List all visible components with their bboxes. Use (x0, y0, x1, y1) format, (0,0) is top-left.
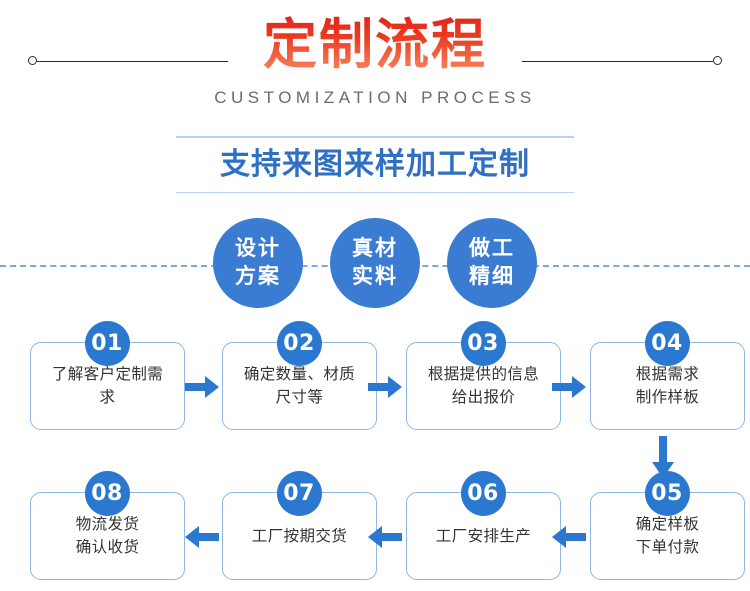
step-label-line2: 给出报价 (451, 389, 516, 406)
step-number-badge: 01 (84, 321, 130, 366)
feature-circles: 设计 方案 真材 实料 做工 精细 (0, 218, 750, 314)
step-label-line2: 下单付款 (635, 539, 700, 556)
process-step-01[interactable]: 01 了解客户定制需 求 (30, 321, 185, 430)
feature-circle-design[interactable]: 设计 方案 (213, 218, 303, 308)
step-label: 根据需求 制作样板 (628, 363, 708, 409)
banner-rule-top (176, 136, 574, 138)
process-step-04[interactable]: 04 根据需求 制作样板 (590, 321, 745, 430)
banner: 支持来图来样加工定制 (176, 136, 574, 193)
feature-circle-line2: 实料 (352, 265, 398, 288)
step-number-badge: 06 (460, 471, 506, 516)
feature-circle-line1: 设计 (235, 237, 281, 260)
step-label-line1: 根据需求 (635, 366, 700, 383)
arrow-down-icon (652, 436, 674, 478)
step-label-line1: 工厂按期交货 (251, 527, 348, 545)
step-number-badge: 04 (644, 321, 690, 366)
step-label: 确定数量、材质 尺寸等 (236, 363, 363, 409)
step-label: 根据提供的信息 给出报价 (420, 363, 547, 409)
step-number-badge: 05 (644, 471, 690, 516)
step-label-line1: 确定数量、材质 (243, 366, 356, 383)
decorative-line-right (522, 56, 722, 67)
step-label: 确定样板 下单付款 (628, 513, 708, 559)
feature-circle-line1: 真材 (352, 237, 398, 260)
step-label: 工厂安排生产 (428, 525, 539, 548)
feature-circle-craft[interactable]: 做工 精细 (447, 218, 537, 308)
process-step-07[interactable]: 07 工厂按期交货 (222, 471, 377, 580)
page-title: 定制流程 (0, 14, 750, 76)
arrow-left-icon (552, 526, 586, 548)
step-label-line1: 确定样板 (635, 516, 700, 533)
line-end-circle-icon (28, 56, 37, 65)
arrow-left-icon (368, 526, 402, 548)
page-subtitle: CUSTOMIZATION PROCESS (214, 88, 536, 107)
step-label-line2: 求 (99, 389, 116, 406)
process-step-06[interactable]: 06 工厂安排生产 (406, 471, 561, 580)
banner-rule-bottom (176, 191, 574, 193)
step-label: 物流发货 确认收货 (68, 513, 148, 559)
process-flow: 01 了解客户定制需 求 02 确定数量、材质 尺寸等 03 (0, 320, 750, 591)
line-bar (522, 61, 713, 62)
feature-circle-line1: 做工 (469, 237, 515, 260)
arrow-left-icon (185, 526, 219, 548)
page-header: 定制流程 CUSTOMIZATION PROCESS (0, 0, 750, 128)
step-label-line2: 确认收货 (75, 539, 140, 556)
feature-circle-material[interactable]: 真材 实料 (330, 218, 420, 308)
step-label-line1: 根据提供的信息 (427, 366, 540, 383)
step-label: 了解客户定制需 求 (44, 363, 171, 409)
decorative-line-left (28, 56, 228, 67)
step-label-line1: 物流发货 (75, 516, 140, 533)
process-step-08[interactable]: 08 物流发货 确认收货 (30, 471, 185, 580)
step-number-badge: 03 (460, 321, 506, 366)
arrow-right-icon (552, 376, 586, 398)
banner-text: 支持来图来样加工定制 (220, 147, 530, 181)
process-flow-row-2: 08 物流发货 确认收货 07 工厂按期交货 06 工厂安排生 (0, 471, 750, 582)
step-number-badge: 02 (276, 321, 322, 366)
feature-circle-line2: 方案 (235, 265, 281, 288)
line-end-circle-icon (713, 56, 722, 65)
process-step-02[interactable]: 02 确定数量、材质 尺寸等 (222, 321, 377, 430)
process-step-03[interactable]: 03 根据提供的信息 给出报价 (406, 321, 561, 430)
step-label-line2: 制作样板 (635, 389, 700, 406)
step-number-badge: 07 (276, 471, 322, 516)
arrow-right-icon (368, 376, 402, 398)
feature-circle-line2: 精细 (469, 265, 515, 288)
step-label-line1: 了解客户定制需 (51, 366, 164, 383)
step-label-line2: 尺寸等 (275, 389, 324, 406)
step-label: 工厂按期交货 (244, 525, 355, 548)
process-flow-row-1: 01 了解客户定制需 求 02 确定数量、材质 尺寸等 03 (0, 321, 750, 432)
step-label-line1: 工厂安排生产 (435, 527, 532, 545)
arrow-right-icon (185, 376, 219, 398)
process-step-05[interactable]: 05 确定样板 下单付款 (590, 471, 745, 580)
step-number-badge: 08 (84, 471, 130, 516)
line-bar (37, 61, 228, 62)
